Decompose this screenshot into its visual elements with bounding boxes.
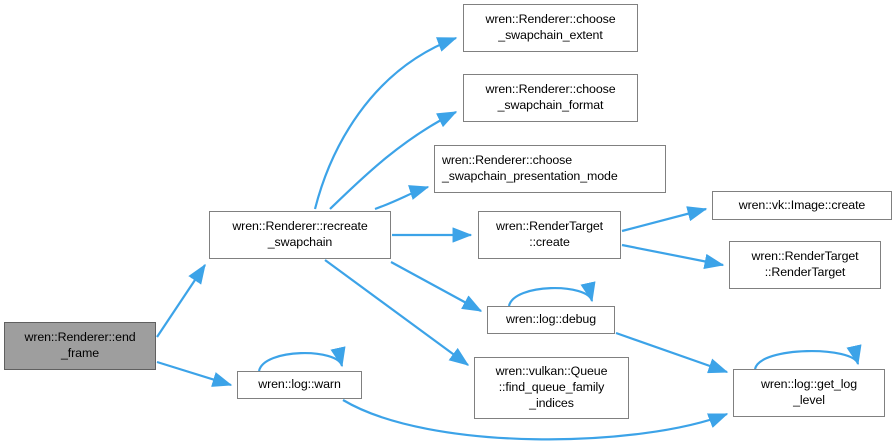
node-log-debug[interactable]: wren::log::debug [487,306,615,334]
node-choose-swapchain-presentation-mode-label: wren::Renderer::choose _swapchain_presen… [442,153,618,183]
node-render-target-create-label: wren::RenderTarget ::create [495,219,604,249]
edge-end-frame-to-log-warn [156,360,233,387]
node-log-warn-label: wren::log::warn [258,377,341,392]
edge-recreate-swapchain-to-choose-swapchain-presentation-mode [374,185,430,211]
edge-log-warn-self-loop [257,346,346,372]
node-recreate-swapchain[interactable]: wren::Renderer::recreate _swapchain [209,211,391,259]
edge-recreate-swapchain-to-find-queue-family-indices [324,259,470,366]
node-recreate-swapchain-label: wren::Renderer::recreate _swapchain [232,219,368,249]
node-vk-image-create[interactable]: wren::vk::Image::create [712,191,892,220]
node-vk-image-create-label: wren::vk::Image::create [738,197,866,212]
node-get-log-level-label: wren::log::get_log _level [760,377,857,407]
node-choose-swapchain-extent[interactable]: wren::Renderer::choose _swapchain_extent [463,4,638,52]
node-find-queue-family-indices[interactable]: wren::vulkan::Queue ::find_queue_family … [474,357,629,419]
node-render-target-create[interactable]: wren::RenderTarget ::create [478,211,621,259]
node-log-warn[interactable]: wren::log::warn [237,371,362,399]
node-find-queue-family-indices-label: wren::vulkan::Queue ::find_queue_family … [495,364,608,410]
node-choose-swapchain-extent-label: wren::Renderer::choose _swapchain_extent [485,12,616,42]
node-render-target-ctor-label: wren::RenderTarget ::RenderTarget [751,249,859,279]
edge-end-frame-to-recreate-swapchain [156,263,206,338]
edge-recreate-swapchain-to-log-debug [390,261,483,312]
node-log-debug-label: wren::log::debug [505,312,597,327]
node-choose-swapchain-format[interactable]: wren::Renderer::choose _swapchain_format [463,74,638,122]
node-choose-swapchain-format-label: wren::Renderer::choose _swapchain_format [485,82,616,112]
node-end-frame[interactable]: wren::Renderer::end _frame [4,322,156,370]
edge-render-target-create-to-render-target-ctor [621,243,725,269]
edge-get-log-level-self-loop [753,344,862,370]
edge-log-debug-self-loop [507,281,596,307]
node-end-frame-label: wren::Renderer::end _frame [24,330,136,360]
edge-render-target-create-to-vk-image-create [621,206,708,233]
node-get-log-level[interactable]: wren::log::get_log _level [733,369,885,417]
node-choose-swapchain-presentation-mode[interactable]: wren::Renderer::choose _swapchain_presen… [434,145,666,193]
node-render-target-ctor[interactable]: wren::RenderTarget ::RenderTarget [729,241,881,289]
edge-log-debug-to-get-log-level [615,331,729,374]
